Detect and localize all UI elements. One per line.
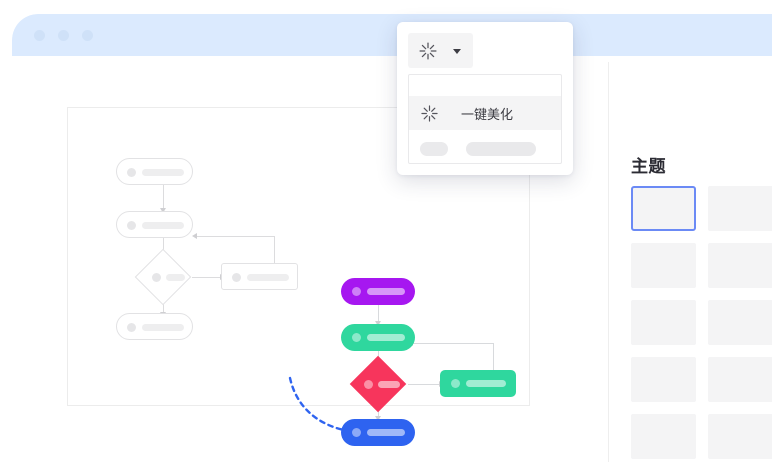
- connector-decision-to-side: [408, 384, 440, 385]
- theme-panel-title: 主题: [631, 157, 666, 176]
- theme-thumb-2[interactable]: [708, 186, 772, 231]
- connector-side-return-horizontal: [196, 236, 275, 237]
- node-icon: [352, 333, 361, 342]
- window-controls: [34, 30, 93, 41]
- connector-start-to-process: [378, 305, 379, 322]
- end-node[interactable]: [341, 419, 415, 446]
- start-node[interactable]: [116, 158, 193, 185]
- app-window: 主题: [12, 14, 772, 468]
- end-node[interactable]: [116, 313, 193, 340]
- connector-side-return-vertical: [274, 236, 275, 265]
- connector-decision-to-side: [192, 277, 221, 278]
- theme-thumb-1[interactable]: [631, 186, 696, 231]
- node-icon: [352, 287, 361, 296]
- placeholder-pill-long: [466, 142, 536, 156]
- theme-thumb-10[interactable]: [708, 414, 772, 459]
- side-process-node[interactable]: [221, 263, 298, 290]
- menu-item-label: 一键美化: [461, 106, 514, 122]
- theme-grid: [631, 186, 772, 459]
- start-node[interactable]: [341, 278, 415, 305]
- theme-thumb-5[interactable]: [631, 300, 696, 345]
- node-icon: [127, 221, 136, 230]
- node-icon: [232, 273, 241, 282]
- arrowhead-icon: [192, 232, 197, 239]
- arrowhead-icon: [374, 321, 381, 326]
- placeholder-pill-short: [420, 142, 448, 156]
- connector-side-return-vertical: [493, 343, 494, 375]
- arrowhead-icon: [374, 416, 381, 421]
- node-label-placeholder: [367, 288, 405, 295]
- theme-panel: 主题: [620, 98, 772, 468]
- node-label-placeholder: [142, 222, 184, 229]
- theme-thumb-6[interactable]: [708, 300, 772, 345]
- node-label-placeholder: [466, 380, 506, 387]
- sparkle-icon: [419, 42, 437, 60]
- node-icon: [127, 323, 136, 332]
- process-node[interactable]: [116, 211, 193, 238]
- theme-thumb-7[interactable]: [631, 357, 696, 402]
- beautify-dropdown-button[interactable]: [408, 33, 473, 68]
- theme-thumb-3[interactable]: [631, 243, 696, 288]
- node-icon: [152, 273, 161, 282]
- sparkle-icon: [421, 104, 438, 122]
- workspace: 主题: [12, 56, 772, 468]
- chevron-down-icon: [453, 49, 461, 54]
- window-dot-minimize[interactable]: [58, 30, 69, 41]
- beautify-toolbar-popover: 一键美化: [397, 22, 573, 175]
- process-node[interactable]: [341, 324, 415, 351]
- node-label-placeholder: [247, 274, 289, 281]
- theme-thumb-9[interactable]: [631, 414, 696, 459]
- beautify-dropdown-menu: 一键美化: [408, 74, 562, 164]
- arrowhead-icon: [159, 208, 166, 213]
- window-dot-close[interactable]: [34, 30, 45, 41]
- node-icon: [364, 380, 373, 389]
- node-label-placeholder: [142, 324, 184, 331]
- node-label-placeholder: [166, 274, 185, 281]
- node-icon: [352, 428, 361, 437]
- connector-side-return-horizontal: [412, 343, 494, 344]
- window-titlebar: [12, 14, 772, 56]
- node-icon: [451, 379, 460, 388]
- node-icon: [127, 168, 136, 177]
- theme-thumb-4[interactable]: [708, 243, 772, 288]
- connector-start-to-process: [163, 185, 164, 209]
- menu-item-placeholder[interactable]: [409, 134, 561, 164]
- menu-item-one-click-beautify[interactable]: 一键美化: [409, 96, 561, 130]
- node-label-placeholder: [142, 169, 184, 176]
- panel-divider: [608, 62, 609, 462]
- window-dot-maximize[interactable]: [82, 30, 93, 41]
- node-label-placeholder: [367, 334, 405, 341]
- theme-thumb-8[interactable]: [708, 357, 772, 402]
- side-process-node[interactable]: [440, 370, 516, 397]
- node-label-placeholder: [378, 381, 400, 388]
- node-label-placeholder: [367, 429, 405, 436]
